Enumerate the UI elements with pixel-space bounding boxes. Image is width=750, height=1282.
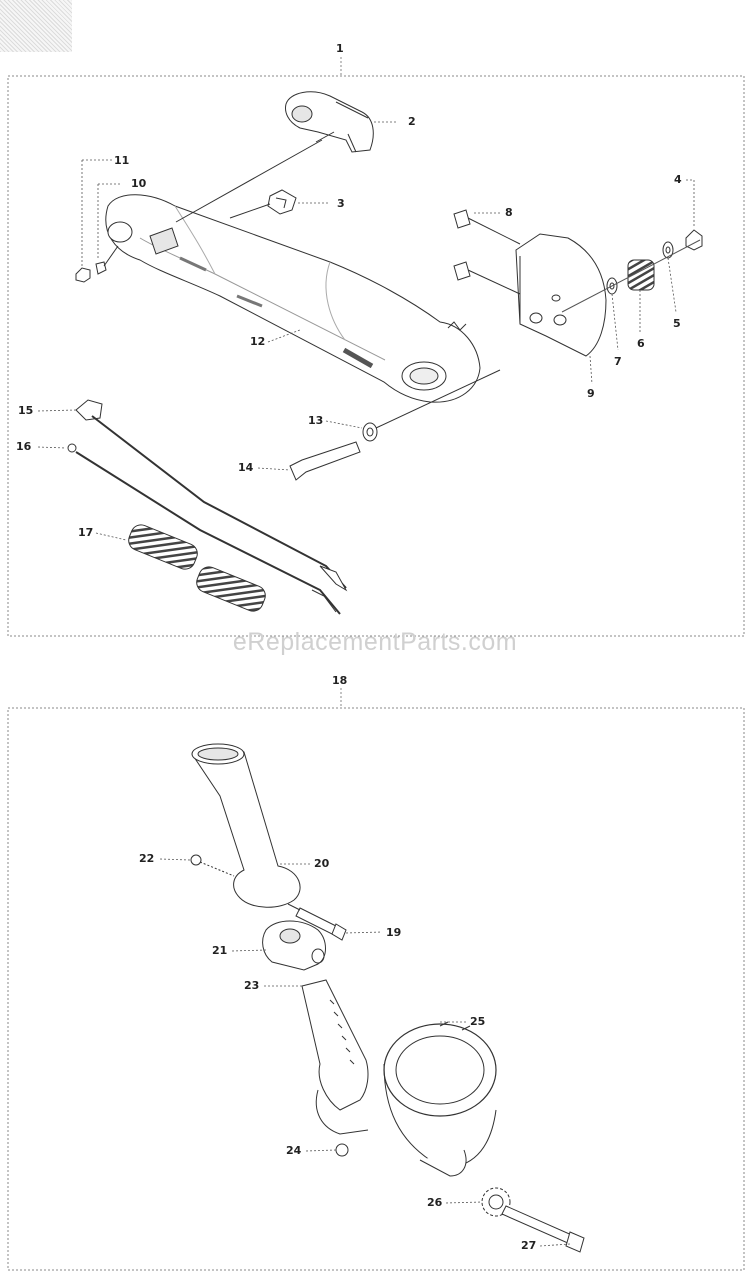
nut-11 — [75, 267, 91, 283]
callout-9: 9 — [587, 387, 595, 400]
cable-end-15 — [75, 399, 103, 421]
callout-5: 5 — [673, 317, 681, 330]
callout-4: 4 — [674, 173, 682, 186]
callout-24: 24 — [286, 1144, 302, 1157]
callout-11: 11 — [114, 154, 130, 167]
callout-1: 1 — [336, 42, 344, 55]
section-18-frame — [7, 707, 745, 1271]
throttle-cable — [91, 415, 347, 589]
watermark: eReplacementParts.com — [232, 628, 518, 656]
cable-nipple-16 — [67, 443, 77, 453]
callout-15: 15 — [18, 404, 34, 417]
callout-27: 27 — [521, 1239, 537, 1252]
washer-5 — [662, 241, 674, 259]
callout-25: 25 — [470, 1015, 486, 1028]
callout-20: 20 — [314, 857, 330, 870]
bolt-14 — [289, 441, 361, 481]
washer-10 — [95, 261, 107, 275]
callout-26: 26 — [427, 1196, 443, 1209]
callout-14: 14 — [238, 461, 254, 474]
spring-17-b — [196, 566, 266, 612]
bolt-27 — [501, 1205, 575, 1245]
callout-22: 22 — [139, 852, 155, 865]
gear-26 — [481, 1187, 511, 1217]
callout-23: 23 — [244, 979, 260, 992]
callout-21: 21 — [212, 944, 228, 957]
callout-16: 16 — [16, 440, 32, 453]
washer-13 — [362, 422, 378, 442]
callout-13: 13 — [308, 414, 324, 427]
bolt-8-b — [453, 261, 471, 281]
section-1-frame — [7, 75, 745, 637]
callout-2: 2 — [408, 115, 416, 128]
spring-17-a — [128, 524, 198, 570]
nut-3 — [267, 189, 297, 215]
callout-7: 7 — [614, 355, 622, 368]
bracket-9 — [515, 233, 607, 357]
nut-24 — [335, 1143, 349, 1157]
bracket-21 — [262, 920, 326, 971]
callout-3: 3 — [337, 197, 345, 210]
shaft-23 — [301, 979, 369, 1111]
callout-18: 18 — [332, 674, 348, 687]
callout-6: 6 — [637, 337, 645, 350]
bolt-8-a — [453, 209, 471, 229]
corner-texture — [0, 0, 72, 52]
callout-8: 8 — [505, 206, 513, 219]
callout-12: 12 — [250, 335, 266, 348]
callout-19: 19 — [386, 926, 402, 939]
handle-20 — [191, 745, 301, 908]
nut-22 — [190, 854, 202, 866]
callout-17: 17 — [78, 526, 94, 539]
callout-10: 10 — [131, 177, 147, 190]
